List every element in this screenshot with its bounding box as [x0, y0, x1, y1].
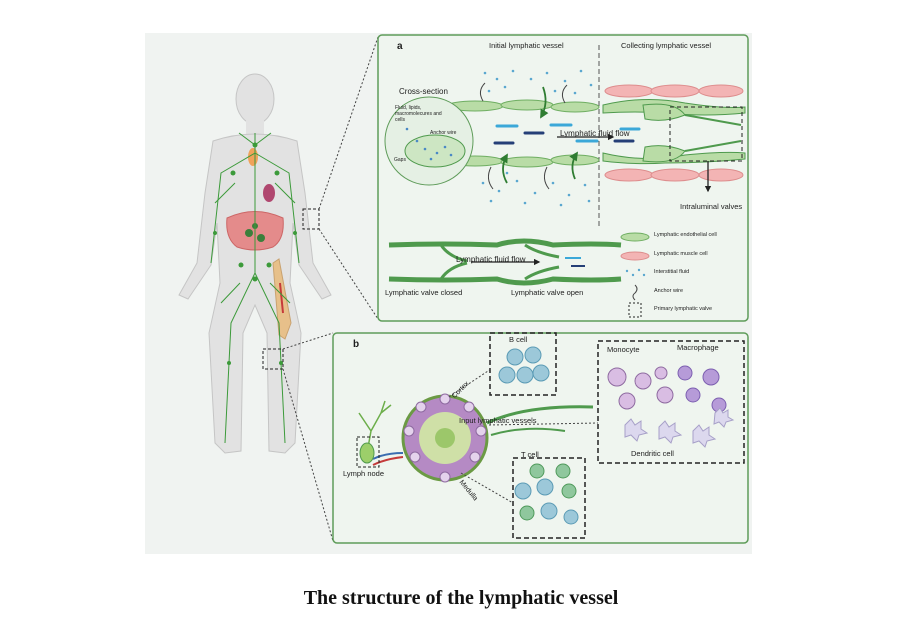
panel-a: [377, 34, 749, 322]
valve-flow-label: Lymphatic fluid flow: [456, 255, 526, 264]
initial-vessel-title: Initial lymphatic vessel: [489, 41, 564, 50]
input-vessels-label: Input lymphatic vessels: [459, 416, 537, 425]
fluid-flow-label: Lymphatic fluid flow: [560, 129, 630, 138]
interstitial-dots: [481, 69, 593, 207]
macrophage-label: Macrophage: [677, 343, 719, 352]
legend-icons: [620, 232, 650, 318]
human-body: [178, 36, 379, 542]
lymph-content: [493, 123, 641, 145]
myeloid-cell-box: [597, 340, 745, 464]
b-cell-label: B cell: [509, 335, 528, 344]
lymph-node-label: Lymph node: [343, 469, 385, 478]
spleen-shape: [263, 184, 275, 202]
collecting-vessel-title: Collecting lymphatic vessel: [621, 41, 712, 50]
legend-interstitial: Interstitial fluid: [654, 269, 690, 275]
lymph-node-drawing: [372, 393, 594, 483]
b-cell-box: [489, 332, 557, 396]
cross-section-label: Cross-section: [399, 87, 448, 96]
legend-muscle: Lymphatic muscle cell: [654, 251, 708, 257]
valve-closed-label: Lymphatic valve closed: [385, 288, 463, 297]
thymus-shape: [248, 148, 258, 166]
figure-caption: The structure of the lymphatic vessel: [303, 587, 619, 609]
intraluminal-valves-label: Intraluminal valves: [680, 202, 743, 211]
legend-anchor: Anchor wire: [654, 288, 684, 294]
lymphatic-figure: a Initial lymphatic vessel Collecting ly…: [145, 33, 752, 554]
valve-diagram: [388, 238, 622, 286]
panel-b: [332, 332, 749, 544]
legend-valve: Primary lymphatic valve: [654, 306, 713, 312]
cross-contents-label: Fluid, lipids, macromolecures and cells: [395, 105, 442, 123]
gaps-label: Gaps: [394, 157, 406, 163]
cross-anchor-label: Anchor wire: [430, 130, 457, 136]
dendritic-label: Dendritic cell: [631, 449, 674, 458]
panel-b-letter: b: [353, 339, 360, 350]
t-cell-box: [512, 457, 586, 539]
figure-artwork: [178, 34, 749, 544]
muscle-cells: [604, 84, 744, 182]
monocyte-label: Monocyte: [607, 345, 640, 354]
panel-a-letter: a: [397, 41, 403, 52]
legend-endothelial: Lymphatic endothelial cell: [654, 232, 717, 238]
lymphatic-network: [210, 132, 300, 444]
t-cell-label: T cell: [521, 450, 539, 459]
valve-open-label: Lymphatic valve open: [511, 288, 584, 297]
